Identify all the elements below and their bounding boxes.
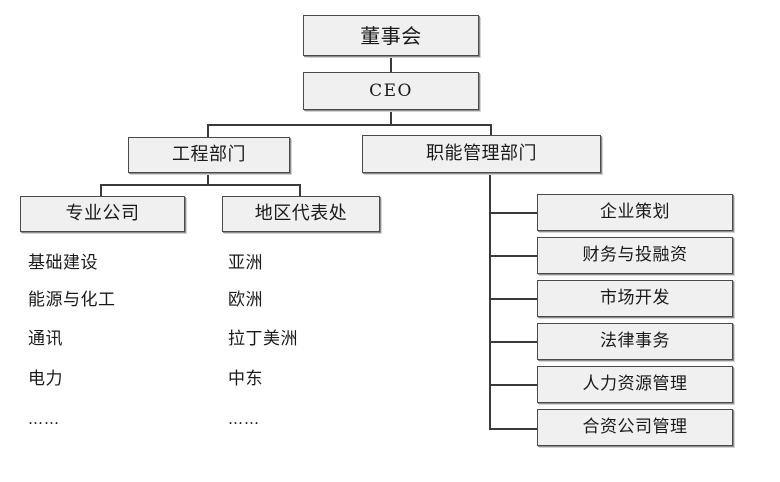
- connector-board-to-ceo: [390, 56, 392, 73]
- connector-branch-5: [489, 428, 538, 430]
- node-professional-companies[interactable]: 专业公司: [20, 196, 185, 232]
- connector-branch-4: [489, 384, 538, 386]
- connector-branch-3: [489, 341, 538, 343]
- connector-branch-1: [489, 255, 538, 257]
- list-item-regional-1: 欧洲: [228, 290, 263, 310]
- node-engineering-department[interactable]: 工程部门: [128, 137, 290, 173]
- list-item-professional-1: 能源与化工: [28, 290, 116, 310]
- connector-branch-2: [489, 298, 538, 300]
- connector-ceo-bus: [207, 124, 492, 126]
- list-item-professional-3: 电力: [28, 369, 63, 389]
- connector-bus-to-functional: [490, 124, 492, 136]
- node-functional-unit-3-label: 法律事务: [600, 331, 670, 351]
- node-ceo-label: CEO: [369, 80, 413, 101]
- node-functional-unit-4[interactable]: 人力资源管理: [537, 366, 733, 403]
- list-item-regional-4: ……: [228, 410, 260, 428]
- node-board-of-directors[interactable]: 董事会: [303, 15, 479, 56]
- node-regional-label: 地区代表处: [254, 203, 348, 224]
- list-item-regional-0: 亚洲: [228, 253, 263, 273]
- node-functional-unit-0[interactable]: 企业策划: [537, 194, 733, 231]
- node-regional-offices[interactable]: 地区代表处: [222, 196, 380, 232]
- list-item-regional-3: 中东: [228, 369, 263, 389]
- node-functional-unit-1[interactable]: 财务与投融资: [537, 237, 733, 274]
- node-professional-label: 专业公司: [65, 203, 140, 224]
- node-functional-unit-0-label: 企业策划: [600, 202, 670, 222]
- connector-bus-to-professional: [100, 184, 102, 197]
- node-functional-unit-2[interactable]: 市场开发: [537, 280, 733, 317]
- connector-functional-trunk: [489, 173, 491, 430]
- node-functional-management-department[interactable]: 职能管理部门: [362, 135, 601, 173]
- node-functional-unit-5-label: 合资公司管理: [582, 417, 688, 437]
- node-functional-unit-4-label: 人力资源管理: [582, 374, 688, 394]
- node-board-label: 董事会: [360, 23, 422, 48]
- node-functional-unit-5[interactable]: 合资公司管理: [537, 409, 733, 446]
- node-functional-label: 职能管理部门: [426, 143, 537, 164]
- node-engineering-label: 工程部门: [172, 144, 246, 165]
- list-item-professional-4: ……: [28, 410, 60, 428]
- connector-branch-0: [489, 212, 538, 214]
- connector-bus-to-engineering: [207, 124, 209, 138]
- list-item-professional-2: 通讯: [28, 329, 63, 349]
- node-functional-unit-3[interactable]: 法律事务: [537, 323, 733, 360]
- connector-engineering-bus: [100, 184, 301, 186]
- list-item-regional-2: 拉丁美洲: [228, 329, 298, 349]
- connector-bus-to-regional: [299, 184, 301, 197]
- node-ceo[interactable]: CEO: [303, 72, 479, 110]
- node-functional-unit-2-label: 市场开发: [600, 288, 670, 308]
- connector-engineering-stem: [207, 173, 209, 185]
- node-functional-unit-1-label: 财务与投融资: [582, 245, 688, 265]
- list-item-professional-0: 基础建设: [28, 253, 98, 273]
- connector-ceo-stem: [390, 110, 392, 125]
